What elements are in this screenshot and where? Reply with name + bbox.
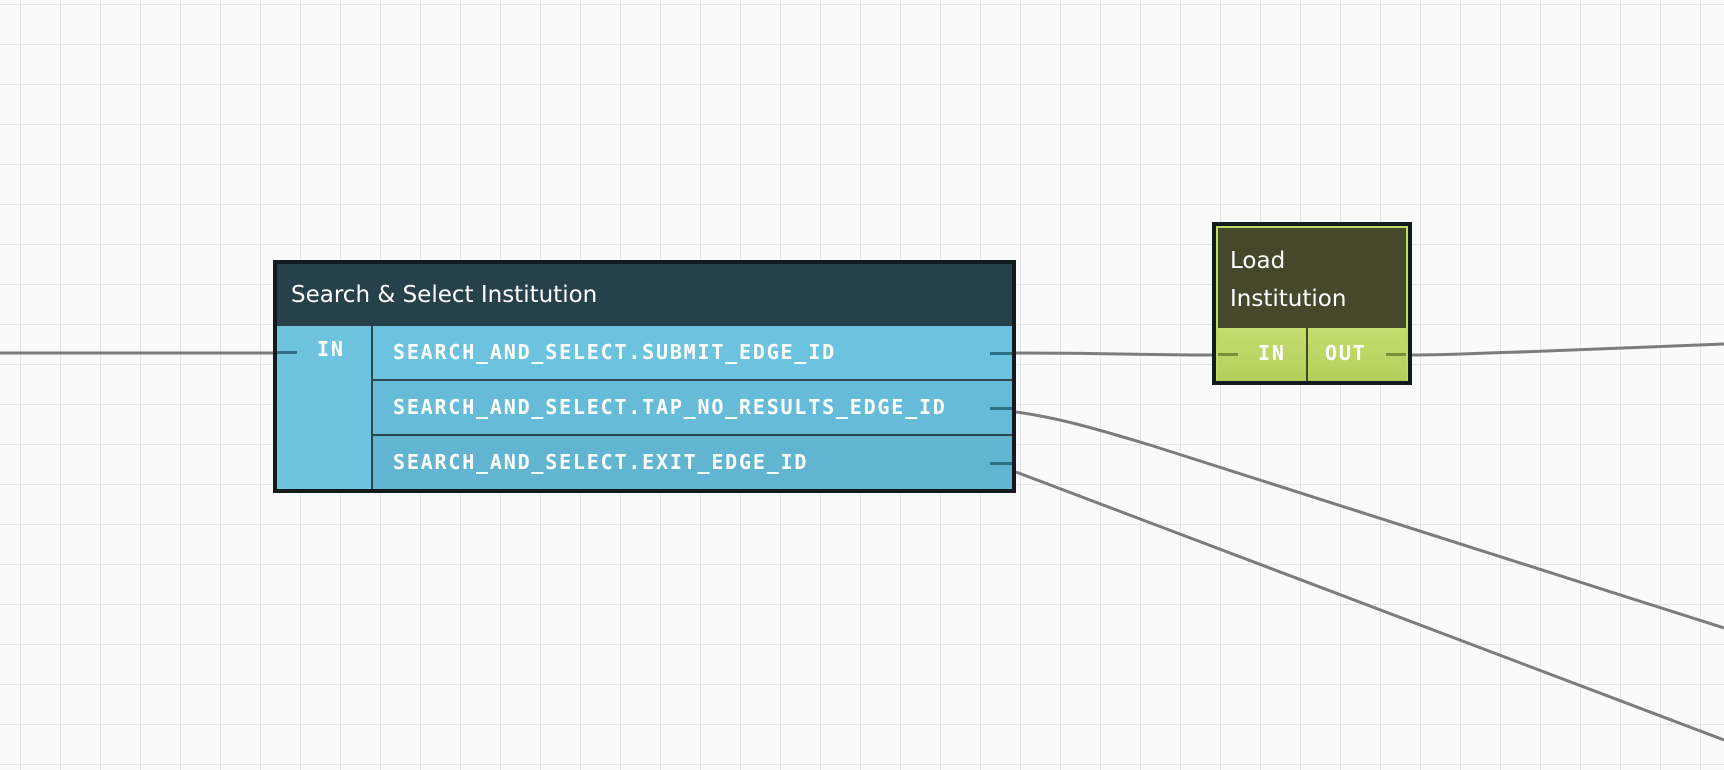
out-port-label: SEARCH_AND_SELECT.TAP_NO_RESULTS_EDGE_ID [393, 395, 947, 419]
out-port-connector[interactable] [990, 407, 1012, 410]
in-port-connector[interactable] [1218, 353, 1238, 356]
out-port-label: OUT [1325, 341, 1367, 365]
edge-tap-no-results[interactable] [1015, 410, 1724, 630]
out-port-tap-no-results[interactable]: SEARCH_AND_SELECT.TAP_NO_RESULTS_EDGE_ID [373, 381, 1012, 436]
in-port-label: IN [1258, 341, 1286, 365]
out-port-connector[interactable] [990, 462, 1012, 465]
out-port-connector[interactable] [1386, 353, 1406, 356]
out-port-submit[interactable]: SEARCH_AND_SELECT.SUBMIT_EDGE_ID [373, 326, 1012, 381]
in-port[interactable]: IN [1216, 328, 1308, 381]
edge-exit[interactable] [1015, 470, 1724, 742]
in-port-label: IN [317, 337, 345, 361]
node-title-text: Load Institution [1230, 248, 1347, 312]
node-title: Load Institution [1216, 226, 1408, 328]
in-port-connector[interactable] [277, 351, 297, 354]
edge-submit-to-load[interactable] [1015, 351, 1213, 357]
node-title: Search & Select Institution [277, 264, 1012, 326]
load-institution-node[interactable]: Load Institution IN OUT [1212, 222, 1412, 385]
edge-load-out[interactable] [1411, 342, 1724, 357]
out-port-label: SEARCH_AND_SELECT.EXIT_EDGE_ID [393, 450, 809, 474]
search-select-institution-node[interactable]: Search & Select Institution IN SEARCH_AN… [273, 260, 1016, 493]
out-port-exit[interactable]: SEARCH_AND_SELECT.EXIT_EDGE_ID [373, 436, 1012, 489]
out-port-label: SEARCH_AND_SELECT.SUBMIT_EDGE_ID [393, 340, 836, 364]
out-port-connector[interactable] [990, 352, 1012, 355]
in-port[interactable]: IN [277, 326, 373, 489]
out-port[interactable]: OUT [1308, 328, 1408, 381]
